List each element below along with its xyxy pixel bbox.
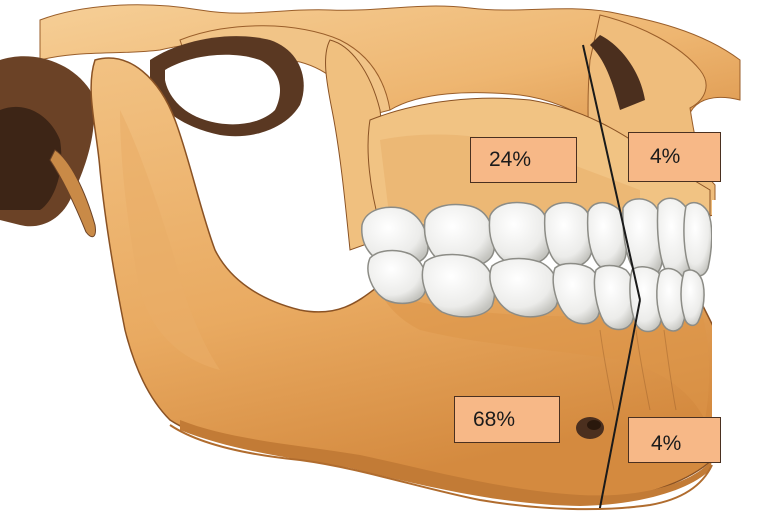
label-upper-posterior: 4% [628, 132, 721, 182]
label-upper-anterior: 24% [470, 137, 577, 183]
label-lower-posterior: 4% [628, 417, 721, 463]
label-lower-anterior: 68% [454, 396, 560, 443]
